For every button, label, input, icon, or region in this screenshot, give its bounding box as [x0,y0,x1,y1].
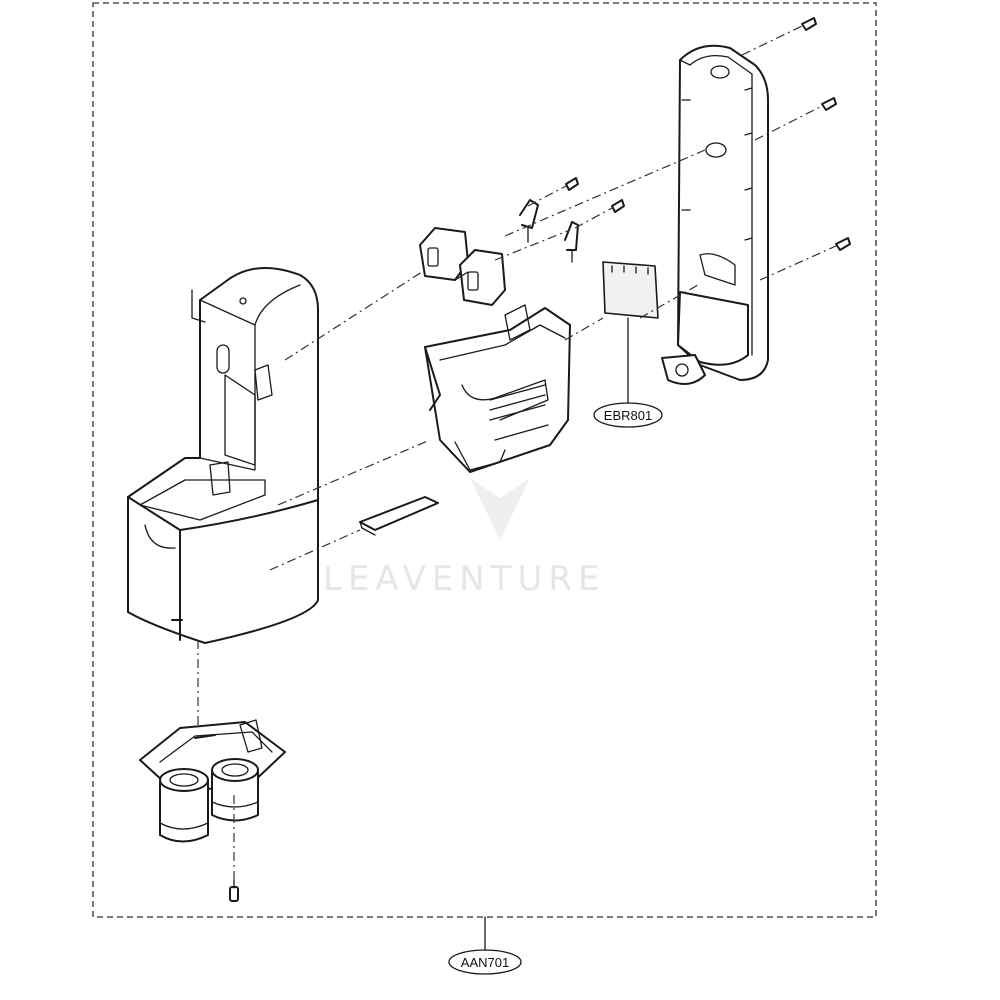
callout-bubble-assembly [448,949,522,975]
bottom-screw [229,879,239,902]
watermark-logo [470,478,530,540]
callout-label-assembly: AAN701 [461,955,509,970]
callout-label-board: EBR801 [604,408,652,423]
watermark: LEAVENTURE [323,478,605,599]
assembly-lines [197,25,837,880]
lever-plate [359,496,439,536]
mounting-bracket [661,44,769,385]
callout-board: EBR801 [593,317,663,428]
main-housing [127,266,319,644]
clip-brackets [519,199,579,263]
center-module [424,304,571,473]
callout-bubble-board [593,402,663,428]
watermark-text: LEAVENTURE [323,559,605,599]
pcb-board [602,261,659,319]
callout-assembly: AAN701 [448,916,522,975]
mounting-screws [565,17,851,251]
switch-pair [419,227,506,306]
dispenser-nozzle [139,719,286,843]
assembly-boundary [92,2,877,918]
